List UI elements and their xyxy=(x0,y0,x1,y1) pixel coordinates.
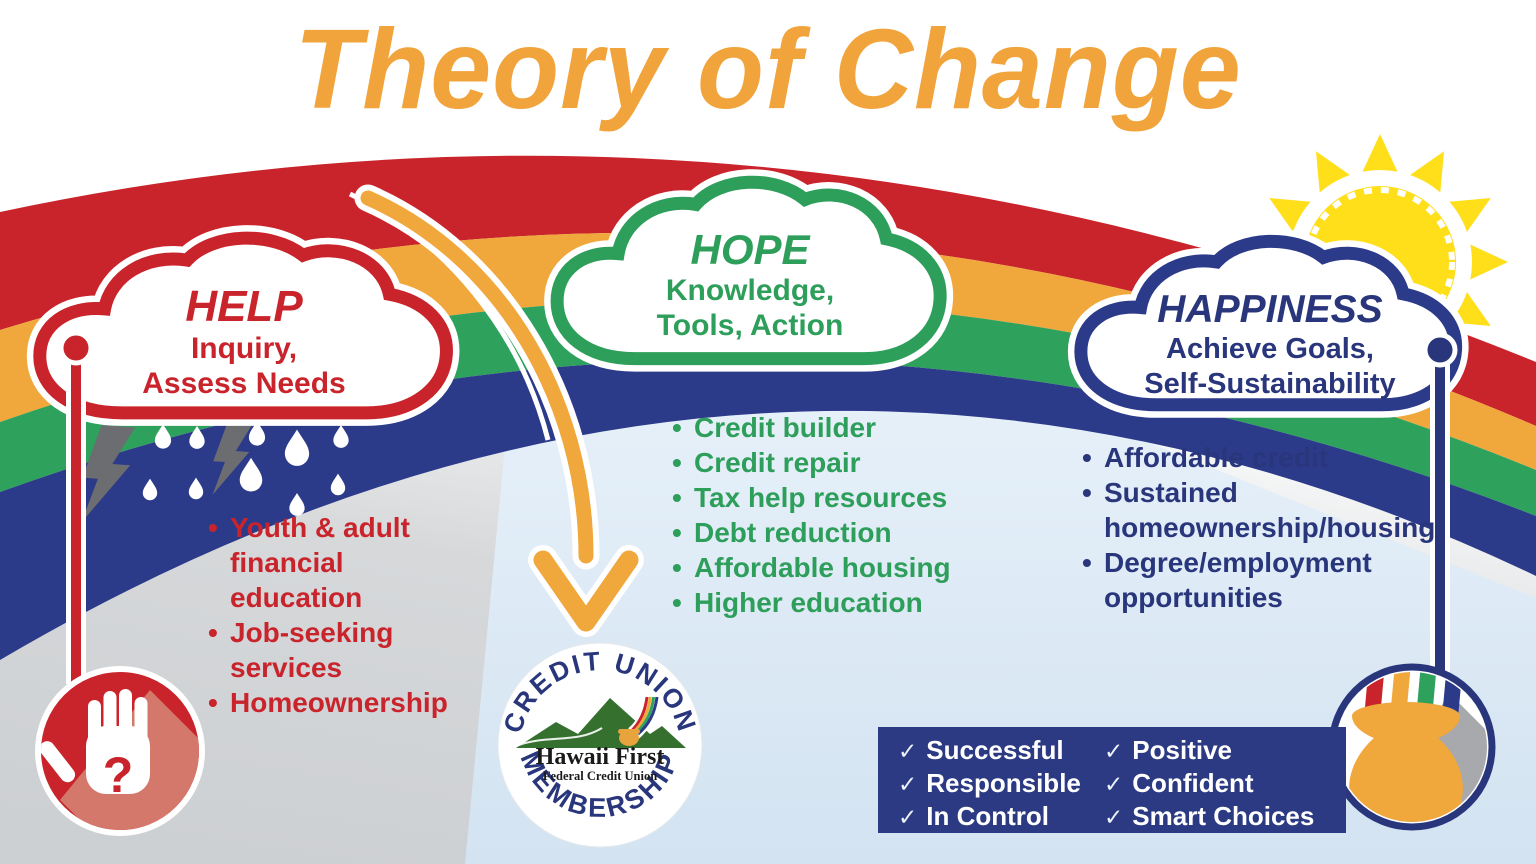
help-subtitle-2: Assess Needs xyxy=(142,367,346,401)
outcome-row: ✓ In Control xyxy=(898,800,1104,833)
rainbow-band-red xyxy=(0,155,1536,426)
hope-services-list: Credit builder Credit repair Tax help re… xyxy=(670,410,1000,620)
mountains-icon xyxy=(515,698,686,748)
check-icon: ✓ xyxy=(898,771,918,797)
help-cloud-label: HELP Inquiry, Assess Needs xyxy=(64,282,424,401)
check-icon: ✓ xyxy=(898,738,918,764)
help-connector-line xyxy=(58,330,94,684)
help-services-list: Youth & adult financial education Job-se… xyxy=(206,510,466,720)
outcomes-column-right: ✓ Positive ✓ Confident ✓ Smart Choices xyxy=(1104,734,1314,833)
rainbow-band-navy xyxy=(0,359,1536,660)
list-item: Credit builder xyxy=(670,410,1000,445)
lightning-icon xyxy=(81,425,136,523)
outcome-row: ✓ Responsible xyxy=(898,767,1104,800)
page-title: Theory of Change xyxy=(294,6,1242,132)
outcome-label: In Control xyxy=(926,801,1050,831)
membership-arrow xyxy=(348,184,644,637)
outcome-label: Positive xyxy=(1132,735,1232,765)
check-icon: ✓ xyxy=(1104,771,1124,797)
outcomes-column-left: ✓ Successful ✓ Responsible ✓ In Control xyxy=(898,734,1104,833)
badge-org-name: Hawaii First xyxy=(536,744,665,770)
happiness-heading: HAPPINESS xyxy=(1157,288,1383,331)
rainbow-stripes-icon xyxy=(1364,672,1464,718)
list-item: Degree/employment opportunities xyxy=(1080,545,1402,615)
storm-icons xyxy=(81,421,349,523)
check-icon: ✓ xyxy=(898,804,918,830)
hope-subtitle-2: Tools, Action xyxy=(656,309,844,343)
happiness-connector-line xyxy=(1422,332,1458,676)
check-icon: ✓ xyxy=(1104,738,1124,764)
happiness-outcomes-list: Affordable credit Sustained homeownershi… xyxy=(1080,440,1435,615)
help-subtitle-1: Inquiry, xyxy=(190,332,298,366)
outcome-label: Responsible xyxy=(926,768,1081,798)
badge-org-subtitle: Federal Credit Union xyxy=(543,769,657,783)
hope-subtitle-1: Knowledge, xyxy=(665,274,835,308)
stop-hand-icon: ? xyxy=(35,666,205,836)
list-item: Tax help resources xyxy=(670,480,1000,515)
outcome-row: ✓ Positive xyxy=(1104,734,1314,767)
outcomes-box: ✓ Successful ✓ Responsible ✓ In Control … xyxy=(878,727,1346,833)
list-item: Affordable credit xyxy=(1080,440,1402,475)
happiness-cloud-label: HAPPINESS Achieve Goals, Self-Sustainabi… xyxy=(1089,288,1451,402)
happiness-subtitle-1: Achieve Goals, xyxy=(1166,332,1374,365)
hope-cloud-label: HOPE Knowledge, Tools, Action xyxy=(570,226,930,343)
membership-badge: CREDIT UNION MEMBERSHIP Hawaii First Fed… xyxy=(497,642,703,848)
badge-rainbow-icon xyxy=(618,697,657,746)
list-item: Credit repair xyxy=(670,445,1000,480)
list-item: Homeownership xyxy=(206,685,466,720)
help-heading: HELP xyxy=(185,282,303,331)
question-mark-icon: ? xyxy=(103,747,134,803)
list-item: Debt reduction xyxy=(670,515,1000,550)
outcome-label: Successful xyxy=(926,735,1064,765)
list-item: Youth & adult financial education xyxy=(206,510,466,615)
list-item: Higher education xyxy=(670,585,1000,620)
hope-heading: HOPE xyxy=(690,226,810,273)
happiness-subtitle-2: Self-Sustainability xyxy=(1144,367,1396,400)
check-icon: ✓ xyxy=(1104,804,1124,830)
outcome-row: ✓ Confident xyxy=(1104,767,1314,800)
lightning-icon xyxy=(212,421,253,495)
list-item: Sustained homeownership/housing xyxy=(1080,475,1435,545)
outcome-row: ✓ Successful xyxy=(898,734,1104,767)
list-item: Job-seeking services xyxy=(206,615,466,685)
outcome-row: ✓ Smart Choices xyxy=(1104,800,1314,833)
outcome-label: Smart Choices xyxy=(1132,801,1315,831)
outcome-label: Confident xyxy=(1132,768,1254,798)
list-item: Affordable housing xyxy=(670,550,1000,585)
